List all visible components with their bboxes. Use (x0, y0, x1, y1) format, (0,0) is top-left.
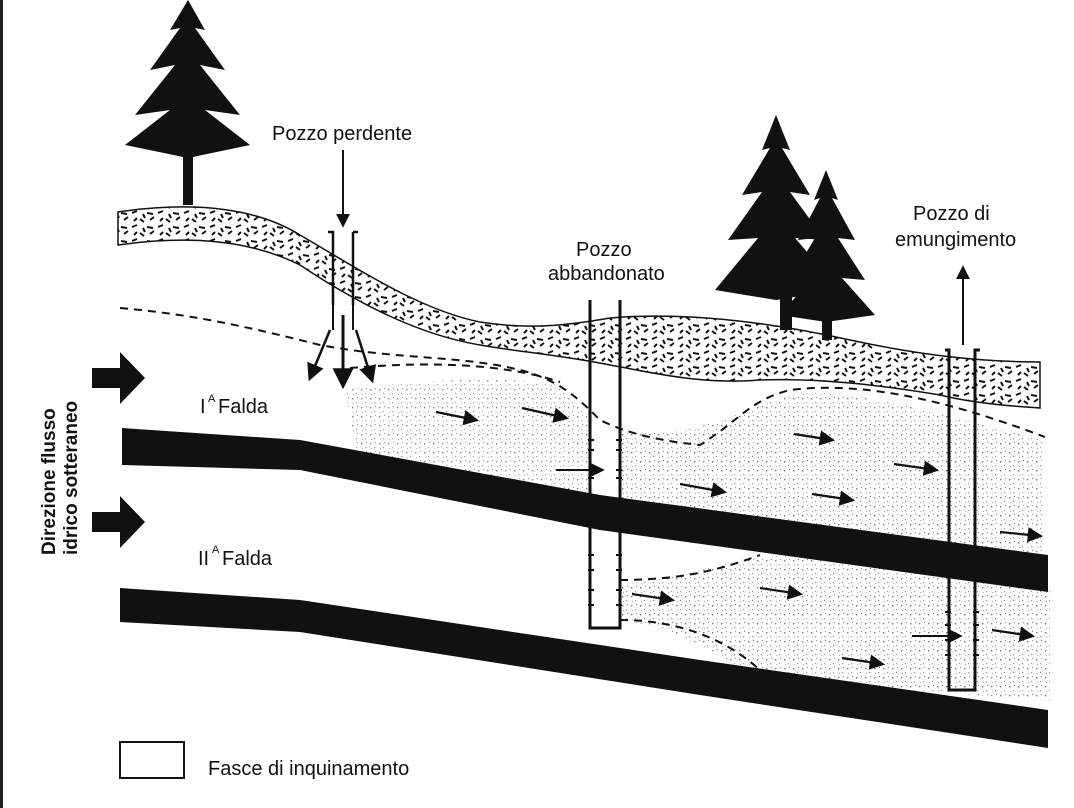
label-direzione-flusso: Direzione flusso idrico sotteraneo (39, 401, 82, 555)
legend-text: Fasce di inquinamento (208, 758, 409, 780)
falda-1-prefix: I (200, 396, 206, 418)
label-falda-2: II A Falda (198, 544, 273, 570)
plume-boundary-dashed-upper (349, 363, 561, 383)
image-left-border (0, 0, 3, 808)
label-pozzo-perdente: Pozzo perdente (272, 123, 412, 145)
label-pozzo-emungimento-line1: Pozzo di (913, 203, 990, 225)
plume-boundary-dashed-lower-b (619, 619, 766, 676)
leaking-well (307, 150, 377, 390)
flow-direction-arrow-upper-icon (92, 352, 145, 404)
tree-right-small-icon (780, 170, 875, 340)
direzione-line2: idrico sotteraneo (61, 401, 82, 555)
aquiclude-layer-lower (120, 588, 1048, 748)
falda-2-word: Falda (222, 548, 273, 570)
abandoned-well (556, 300, 622, 630)
label-pozzo-emungimento-line2: emungimento (895, 229, 1016, 251)
topsoil-gravel-layer (117, 206, 1041, 409)
label-pozzo-abbandonato-line1: Pozzo (576, 239, 632, 261)
falda-1-sup: A (208, 393, 216, 405)
falda-2-prefix: II (198, 548, 209, 570)
legend-swatch (119, 741, 185, 779)
falda-2-sup: A (212, 544, 220, 556)
aquiclude-layer-upper (122, 428, 1048, 592)
label-pozzo-abbandonato-line2: abbandonato (548, 263, 665, 285)
direzione-line1: Direzione flusso (39, 408, 60, 555)
falda-1-word: Falda (218, 396, 269, 418)
label-falda-1: I A Falda (200, 393, 269, 418)
pollution-plume-lower (620, 555, 1050, 700)
tree-left-icon (125, 0, 250, 205)
extraction-well (912, 265, 980, 692)
plume-boundary-dashed-lower-a (619, 554, 761, 581)
flow-direction-arrow-lower-icon (92, 496, 145, 548)
groundwater-flow-arrows (435, 406, 1044, 670)
